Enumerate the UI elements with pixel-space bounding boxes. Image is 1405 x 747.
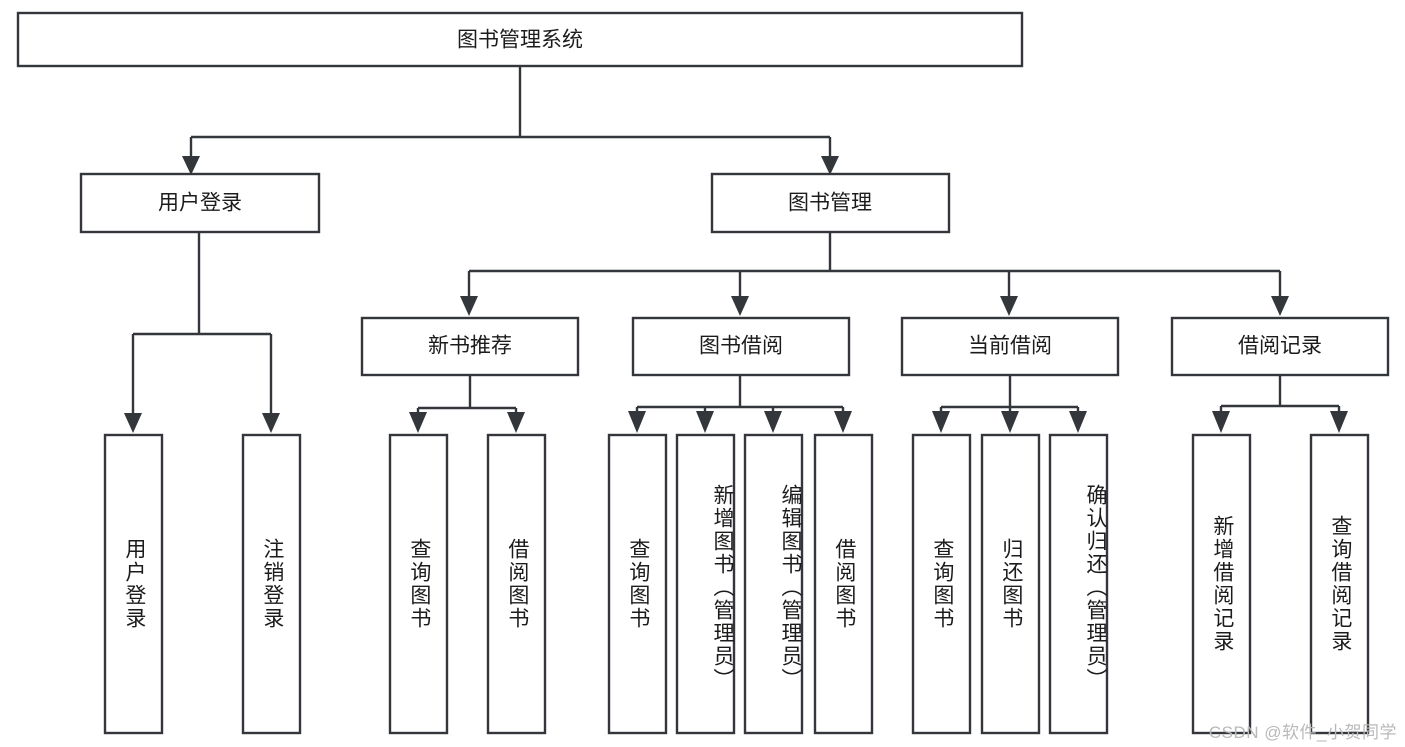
node-current-borrow-box[interactable] bbox=[900, 316, 1120, 377]
node-book-borrow-label: 图书借阅 bbox=[699, 335, 783, 358]
node-new-book-recommend[interactable]: 新书推荐 bbox=[360, 316, 580, 377]
arrow-to-leaf-add-record bbox=[1212, 411, 1230, 433]
leaf-box-query-record[interactable] bbox=[1309, 433, 1370, 735]
node-book-management[interactable]: 图书管理 bbox=[710, 172, 951, 234]
leaf-box-add-record[interactable] bbox=[1191, 433, 1252, 735]
node-new-book-recommend-label: 新书推荐 bbox=[428, 335, 512, 358]
leaf-box-query-book-2[interactable] bbox=[607, 433, 668, 735]
connector-group bbox=[124, 66, 1348, 433]
node-book-borrow[interactable]: 图书借阅 bbox=[631, 316, 851, 377]
leaf-box-user-login[interactable] bbox=[103, 433, 164, 735]
arrow-to-leaf-query-record bbox=[1330, 411, 1348, 433]
leaf-box-confirm-return[interactable] bbox=[1048, 433, 1109, 735]
arrow-to-user-login bbox=[182, 156, 200, 175]
arrow-to-leaf-add-book bbox=[696, 411, 714, 433]
node-borrow-record-label: 借阅记录 bbox=[1238, 335, 1322, 358]
arrow-to-borrow-record bbox=[1271, 296, 1289, 316]
node-book-management-box[interactable] bbox=[710, 172, 951, 234]
node-user-login-box[interactable] bbox=[79, 172, 321, 234]
node-user-login-label: 用户登录 bbox=[158, 192, 242, 215]
leaf-box-add-book[interactable] bbox=[675, 433, 736, 735]
arrow-to-leaf-user-login bbox=[124, 413, 142, 433]
node-root[interactable]: 图书管理系统 bbox=[16, 11, 1024, 68]
leaf-box-borrow-book-1[interactable] bbox=[486, 433, 547, 735]
node-current-borrow[interactable]: 当前借阅 bbox=[900, 316, 1120, 377]
node-borrow-record-box[interactable] bbox=[1170, 316, 1390, 377]
node-root-label: 图书管理系统 bbox=[457, 29, 583, 52]
leaf-box-query-book-3[interactable] bbox=[911, 433, 972, 735]
arrow-to-leaf-query-book-3 bbox=[932, 411, 950, 433]
leaf-box-query-book-1[interactable] bbox=[388, 433, 449, 735]
arrow-to-leaf-return-book bbox=[1001, 411, 1019, 433]
arrow-to-leaf-borrow-book-2 bbox=[834, 411, 852, 433]
leaf-box-logout-login[interactable] bbox=[241, 433, 302, 735]
arrow-to-current-borrow bbox=[1000, 296, 1018, 316]
arrow-to-leaf-query-book-1 bbox=[409, 412, 427, 433]
leaf-box-group bbox=[103, 433, 1370, 735]
node-borrow-record[interactable]: 借阅记录 bbox=[1170, 316, 1390, 377]
arrow-to-leaf-borrow-book-1 bbox=[507, 412, 525, 433]
leaf-box-edit-book[interactable] bbox=[743, 433, 804, 735]
node-book-management-label: 图书管理 bbox=[788, 192, 872, 215]
node-new-book-recommend-box[interactable] bbox=[360, 316, 580, 377]
csdn-watermark: CSDN @软件_小贺同学 bbox=[1208, 723, 1397, 742]
arrow-to-leaf-edit-book bbox=[764, 411, 782, 433]
node-user-login[interactable]: 用户登录 bbox=[79, 172, 321, 234]
node-current-borrow-label: 当前借阅 bbox=[968, 335, 1052, 358]
arrow-to-new-book-recommend bbox=[460, 296, 478, 316]
node-book-borrow-box[interactable] bbox=[631, 316, 851, 377]
arrow-to-leaf-logout-login bbox=[262, 413, 280, 433]
arrow-to-book-management bbox=[821, 156, 839, 175]
arrow-to-book-borrow bbox=[731, 296, 749, 316]
leaf-box-return-book[interactable] bbox=[980, 433, 1041, 735]
leaf-box-borrow-book-2[interactable] bbox=[813, 433, 874, 735]
arrow-to-leaf-query-book-2 bbox=[628, 411, 646, 433]
node-root-box[interactable] bbox=[16, 11, 1024, 68]
arrow-to-leaf-confirm-return bbox=[1069, 411, 1087, 433]
